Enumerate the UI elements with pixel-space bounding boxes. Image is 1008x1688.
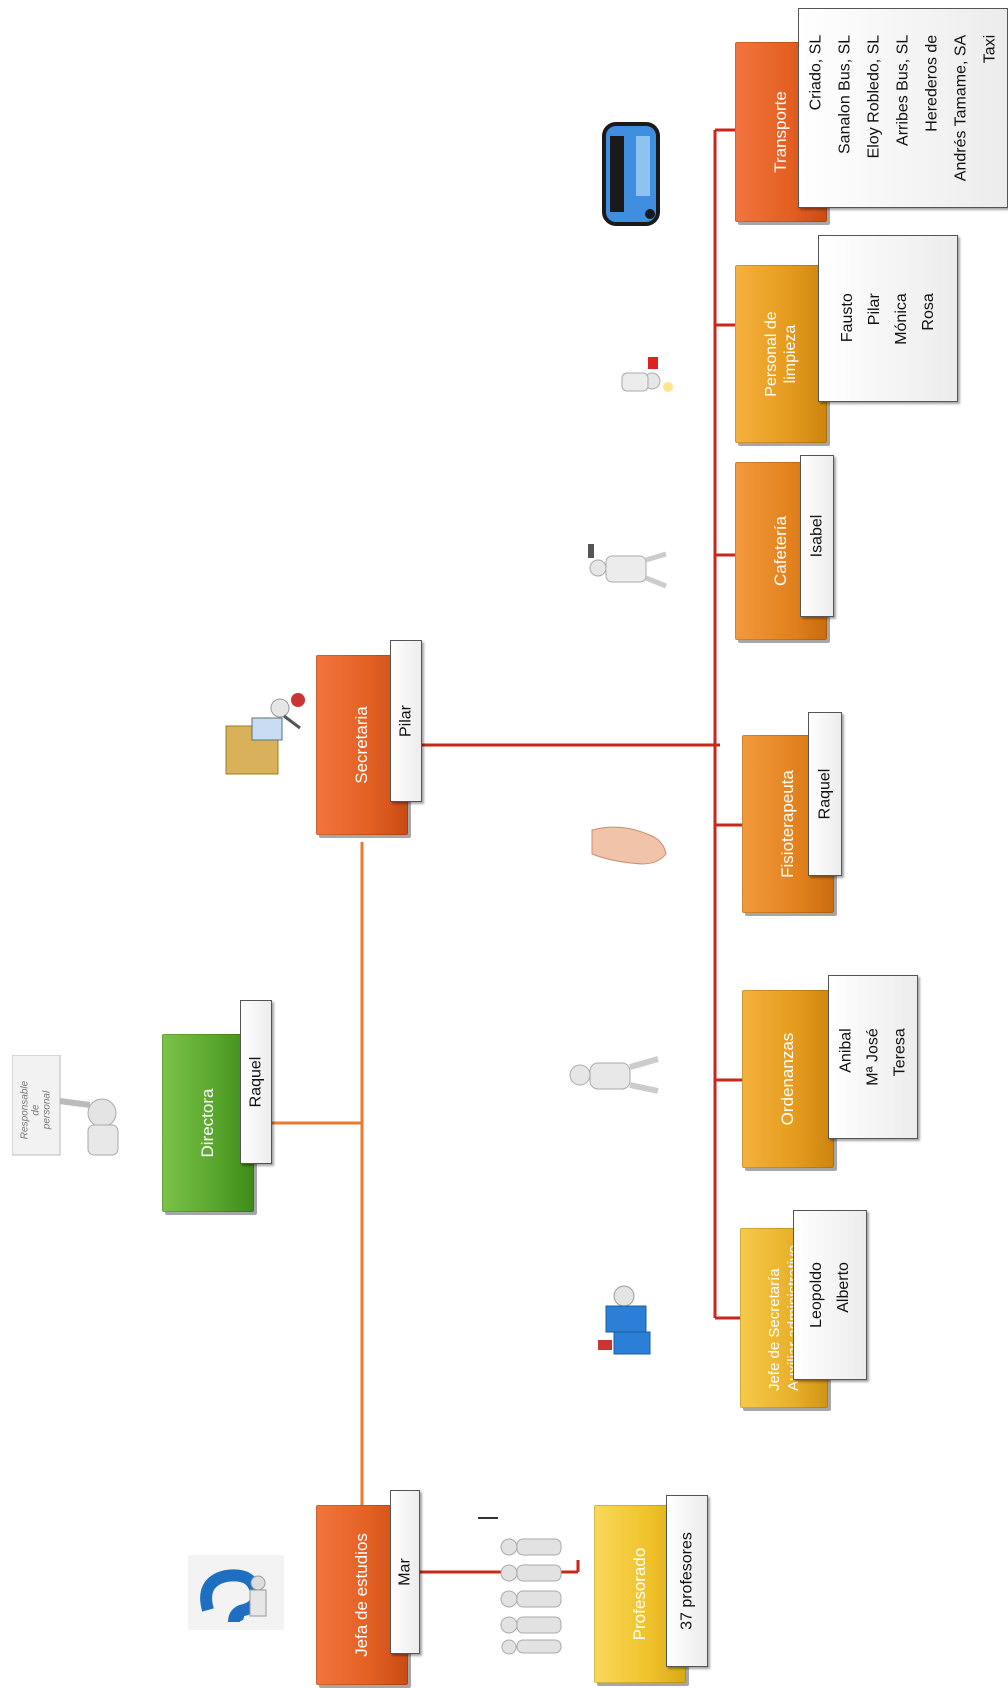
directora-names: Raquel — [247, 1056, 265, 1108]
ordenanzas-card: Anibal Mª José Teresa — [828, 975, 918, 1139]
jefe-secretaria-card: Leopoldo Alberto — [793, 1210, 867, 1380]
transporte-names: Criado, SL Sanalon Bus, SL Eloy Robledo,… — [807, 34, 999, 182]
fisioterapeuta-names: Raquel — [816, 768, 834, 820]
limpieza-box: Personal de limpieza — [735, 265, 827, 443]
ordenanzas-title: Ordenanzas — [778, 1032, 797, 1126]
jefa-estudios-title: Jefa de estudios — [352, 1533, 371, 1657]
waiter-figure-icon — [588, 544, 667, 589]
limpieza-title: Personal de limpieza — [763, 311, 799, 397]
profesorado-title: Profesorado — [630, 1547, 649, 1641]
profesorado-names: 37 profesores — [678, 1532, 696, 1630]
limpieza-names: Fausto Pilar Mónica Rosa — [839, 292, 937, 345]
cafeteria-card: Isabel — [800, 455, 834, 617]
secretaria-title: Secretaria — [352, 706, 371, 784]
ordenanzas-names: Anibal Mª José Teresa — [837, 1028, 909, 1086]
responsable-personal-figure-icon — [12, 1055, 119, 1156]
directora-title: Directora — [198, 1088, 217, 1158]
limpieza-card: Fausto Pilar Mónica Rosa — [818, 235, 958, 402]
cafeteria-title: Cafetería — [771, 516, 790, 586]
jefa-estudios-names: Mar — [396, 1558, 414, 1586]
folder-worker-figure-icon — [598, 1285, 651, 1355]
hand-icon — [591, 826, 667, 865]
profesorado-card: 37 profesores — [666, 1495, 708, 1667]
secretaria-card: Pilar — [390, 640, 422, 802]
fisioterapeuta-title: Fisioterapeuta — [778, 770, 797, 878]
jefe-secretaria-names: Leopoldo Alberto — [808, 1262, 852, 1328]
secretaria-names: Pilar — [397, 704, 415, 738]
ordenanzas-box: Ordenanzas — [742, 990, 834, 1168]
ordenanza-figure-icon — [569, 1056, 659, 1094]
directora-card: Raquel — [240, 1000, 272, 1164]
question-mark-figure-icon — [188, 1555, 284, 1630]
cleaning-figure-icon — [621, 357, 673, 392]
desk-worker-figure-icon — [225, 693, 305, 775]
jefa-estudios-card: Mar — [390, 1490, 420, 1654]
responsable-personal-sign: Responsable de personal — [19, 1080, 53, 1140]
directora-box: Directora — [162, 1034, 254, 1212]
group-people-figure-icon — [500, 1538, 562, 1655]
fisioterapeuta-card: Raquel — [808, 712, 842, 876]
bus-icon — [602, 122, 660, 226]
transporte-title: Transporte — [771, 91, 790, 173]
transporte-card: Criado, SL Sanalon Bus, SL Eloy Robledo,… — [798, 8, 1008, 208]
cafeteria-names: Isabel — [808, 514, 826, 558]
